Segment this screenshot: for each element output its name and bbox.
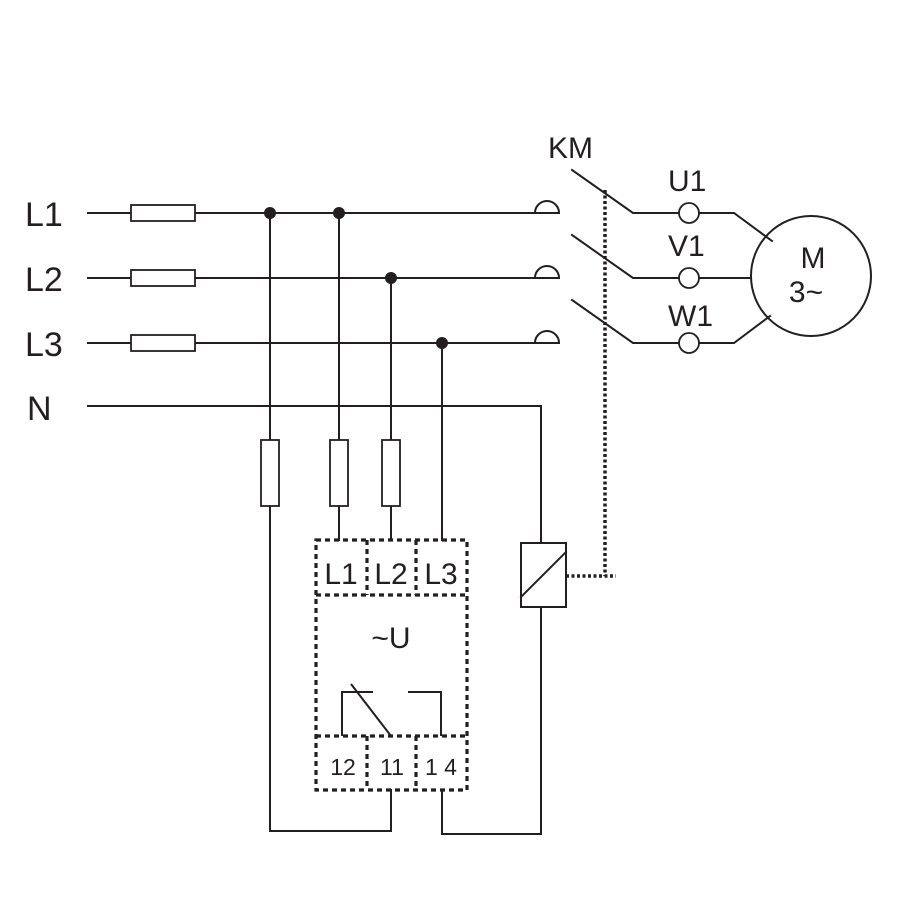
label-n: N: [27, 390, 52, 428]
contact-blade-2: [570, 233, 679, 279]
contact-blade-3: [570, 298, 679, 344]
relay-input-l1: L1: [324, 558, 357, 591]
relay-feed-wires: [269, 212, 542, 835]
contactor-coil: [519, 542, 568, 608]
coil-supply-wire: [441, 606, 542, 835]
label-l3: L3: [25, 326, 63, 364]
motor-lead-w1: [698, 314, 772, 344]
fuse-control: [260, 439, 280, 507]
relay-input-l3: L3: [424, 558, 457, 591]
control-fuses: [260, 439, 401, 507]
contact-blade-1: [570, 168, 679, 214]
neutral-wire: [87, 405, 542, 544]
motor-lead-u1: [698, 212, 774, 243]
contact-terminal-2: [533, 265, 561, 279]
relay-contact-no: [408, 691, 442, 736]
label-w1: W1: [668, 300, 713, 333]
voltage-relay: L1 L2 L3 ~U 12 11 1 4: [314, 538, 469, 792]
label-l1: L1: [25, 196, 63, 234]
control-return-wire: [269, 789, 392, 832]
label-u1: U1: [668, 165, 706, 198]
relay-output-11: 11: [380, 754, 404, 780]
line-labels: L1 L2 L3 N: [25, 196, 63, 428]
fuse-l1: [130, 204, 196, 222]
fuse-relay-l1: [329, 439, 349, 507]
relay-function: ~U: [371, 622, 410, 655]
contactor-contacts: KM: [533, 132, 679, 578]
fuse-l2: [130, 269, 196, 287]
terminal-u1: [678, 202, 700, 224]
motor-phase: 3~: [789, 276, 823, 309]
label-v1: V1: [668, 230, 705, 263]
contactor-label: KM: [548, 132, 593, 165]
relay-input-l2: L2: [374, 558, 407, 591]
motor-terminals: U1 V1 W1: [668, 165, 774, 354]
relay-housing: [314, 538, 469, 792]
contact-terminal-1: [533, 200, 561, 214]
relay-output-12: 12: [330, 754, 356, 780]
motor-name: M: [801, 242, 826, 275]
terminal-w1: [678, 332, 700, 354]
label-l2: L2: [25, 261, 63, 299]
supply-lines: [87, 212, 542, 544]
coil-slash: [519, 550, 568, 599]
coil-symbol: [520, 542, 567, 608]
relay-contact-blade: [350, 683, 392, 737]
relay-output-14: 1 4: [425, 754, 457, 780]
motor-symbol: [750, 215, 872, 337]
fuse-l3: [130, 334, 196, 352]
terminal-v1: [678, 267, 700, 289]
contact-terminal-3: [533, 330, 561, 344]
relay-contact-nc: [341, 691, 373, 736]
fuse-relay-l2: [381, 439, 401, 507]
motor: M 3~: [750, 215, 872, 337]
line-fuses: [130, 204, 196, 352]
